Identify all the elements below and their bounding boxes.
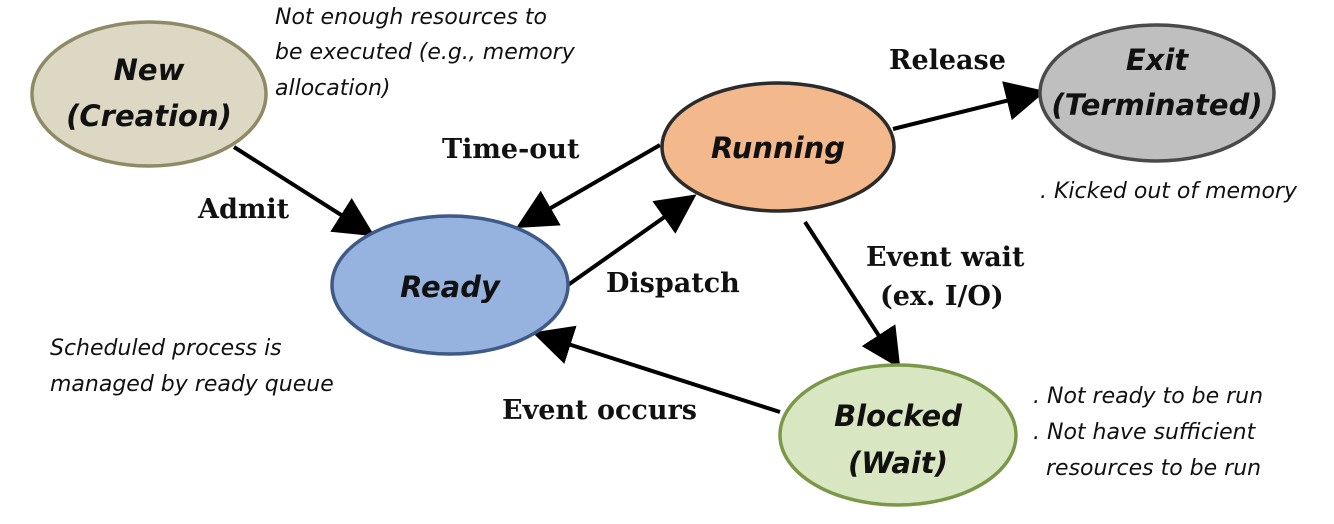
event-occurs-arrow bbox=[532, 325, 781, 414]
exit-note: . Kicked out of memory bbox=[1040, 179, 1298, 204]
state-ready: Ready bbox=[330, 214, 570, 356]
state-exit-sublabel: (Terminated) bbox=[1051, 88, 1262, 122]
state-blocked: Blocked (Wait) bbox=[778, 363, 1018, 507]
state-blocked-label: Blocked bbox=[834, 399, 962, 433]
new-note-line: Not enough resources to bbox=[275, 5, 547, 30]
state-exit: Exit (Terminated) bbox=[1038, 23, 1276, 163]
dispatch-label: Dispatch bbox=[606, 268, 740, 299]
event-wait-arrow bbox=[803, 220, 901, 369]
state-running: Running bbox=[660, 81, 896, 213]
ready-note: Scheduled process is managed by ready qu… bbox=[50, 336, 334, 397]
release-label: Release bbox=[889, 45, 1006, 76]
state-new-sublabel: (Creation) bbox=[66, 99, 232, 133]
admit-label: Admit bbox=[197, 194, 290, 225]
exit-note-line: . Kicked out of memory bbox=[1040, 179, 1298, 204]
new-note: Not enough resources to be executed (e.g… bbox=[275, 5, 576, 101]
timeout-arrow bbox=[516, 143, 661, 228]
dispatch-arrow bbox=[566, 194, 697, 287]
ready-note-line: Scheduled process is bbox=[50, 336, 282, 361]
event-wait-sublabel: (ex. I/O) bbox=[880, 281, 1004, 312]
state-ready-label: Ready bbox=[400, 270, 501, 304]
event-wait-label: Event wait bbox=[866, 242, 1025, 273]
blocked-note-line: . Not have sufficient bbox=[1033, 420, 1257, 445]
timeout-label: Time-out bbox=[442, 134, 580, 165]
new-note-line: be executed (e.g., memory bbox=[275, 40, 576, 65]
blocked-note-line: resources to be run bbox=[1046, 456, 1261, 481]
new-note-line: allocation) bbox=[275, 76, 390, 101]
blocked-note-line: . Not ready to be run bbox=[1033, 384, 1263, 409]
state-new-label: New bbox=[114, 53, 185, 87]
state-running-label: Running bbox=[711, 131, 845, 165]
admit-arrow bbox=[232, 145, 375, 237]
ready-note-line: managed by ready queue bbox=[50, 372, 334, 397]
state-new: New (Creation) bbox=[30, 20, 268, 168]
state-exit-label: Exit bbox=[1126, 43, 1189, 77]
blocked-note: . Not ready to be run . Not have suffici… bbox=[1033, 384, 1263, 481]
release-arrow bbox=[892, 81, 1046, 131]
event-occurs-label: Event occurs bbox=[502, 395, 697, 426]
state-blocked-sublabel: (Wait) bbox=[848, 446, 948, 480]
